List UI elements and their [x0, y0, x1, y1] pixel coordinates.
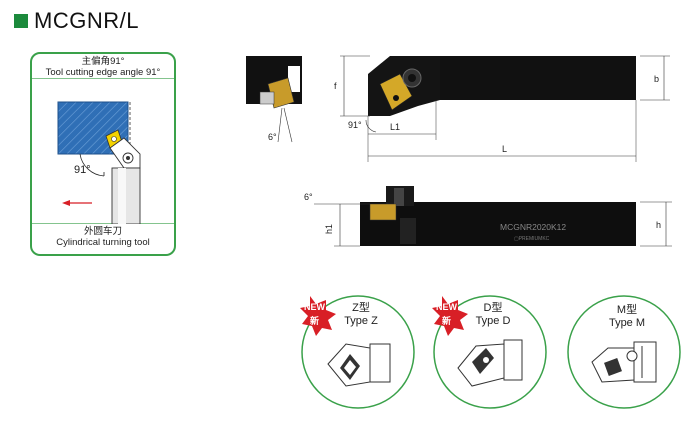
side-angle-6: 6°: [304, 192, 313, 202]
label-L1: L1: [390, 122, 400, 132]
top-view-drawing: 6° f b 91° L1 L: [246, 55, 670, 162]
panel-header: 主偏角91° Tool cutting edge angle 91°: [32, 56, 174, 78]
title-block: MCGNR/L: [14, 8, 139, 34]
label-L: L: [502, 144, 507, 154]
engraving-small: ▢PREMIUMKC: [514, 236, 550, 242]
type-z-card: NEW 新 Z型 Type Z: [296, 290, 416, 410]
type-m-label: M型 Type M: [592, 304, 662, 330]
new-badge-icon: NEW 新: [432, 296, 468, 336]
angle-arc: [79, 153, 105, 177]
feed-arrow-icon: [62, 200, 92, 206]
type-d-en: Type D: [475, 315, 511, 327]
panel-footer: 外圆车刀 Cylindrical turning tool: [32, 226, 174, 248]
top-angle-6: 6°: [268, 132, 277, 142]
new-badge-icon: NEW 新: [300, 296, 336, 336]
turning-illustration: [32, 78, 174, 224]
svg-text:新: 新: [310, 315, 319, 326]
top-angle-91: 91°: [348, 120, 362, 130]
head-detail-icon: [246, 56, 302, 109]
label-h: h: [656, 220, 661, 230]
panel-footer-zh: 外圆车刀: [83, 226, 122, 237]
type-z-en: Type Z: [344, 315, 378, 327]
tool-holder-top: [368, 56, 636, 116]
panel-header-zh: 主偏角91°: [81, 56, 125, 67]
type-m-icon: [591, 341, 657, 383]
type-z-zh: Z型: [352, 302, 370, 314]
label-f: f: [334, 81, 337, 91]
tool-holder-icon: [109, 137, 141, 224]
type-z-icon: [327, 343, 391, 387]
svg-text:新: 新: [442, 315, 451, 326]
title-square-icon: [14, 14, 28, 28]
label-b: b: [654, 74, 659, 84]
type-d-icon: [457, 339, 523, 387]
type-m-card: M型 Type M: [562, 290, 682, 410]
panel-footer-en: Cylindrical turning tool: [56, 237, 150, 248]
tool-holder-side: [360, 186, 636, 246]
type-d-card: NEW 新 D型 Type D: [428, 290, 548, 410]
engraving-text: MCGNR2020K12: [500, 222, 566, 232]
side-view-drawing: MCGNR2020K12 ▢PREMIUMKC 6° h1 h: [304, 186, 672, 247]
label-h1: h1: [324, 224, 334, 234]
type-d-zh: D型: [483, 302, 503, 314]
svg-text:NEW: NEW: [304, 302, 326, 312]
svg-text:NEW: NEW: [436, 302, 458, 312]
type-z-label: Z型 Type Z: [326, 302, 396, 328]
type-d-label: D型 Type D: [458, 302, 528, 328]
panel-header-en: Tool cutting edge angle 91°: [45, 67, 161, 78]
type-m-en: Type M: [608, 317, 646, 329]
type-m-zh: M型: [616, 304, 638, 316]
application-panel: 主偏角91° Tool cutting edge angle 91°: [30, 52, 176, 256]
panel-angle-label: 91°: [74, 164, 91, 176]
page-title: MCGNR/L: [34, 8, 139, 33]
